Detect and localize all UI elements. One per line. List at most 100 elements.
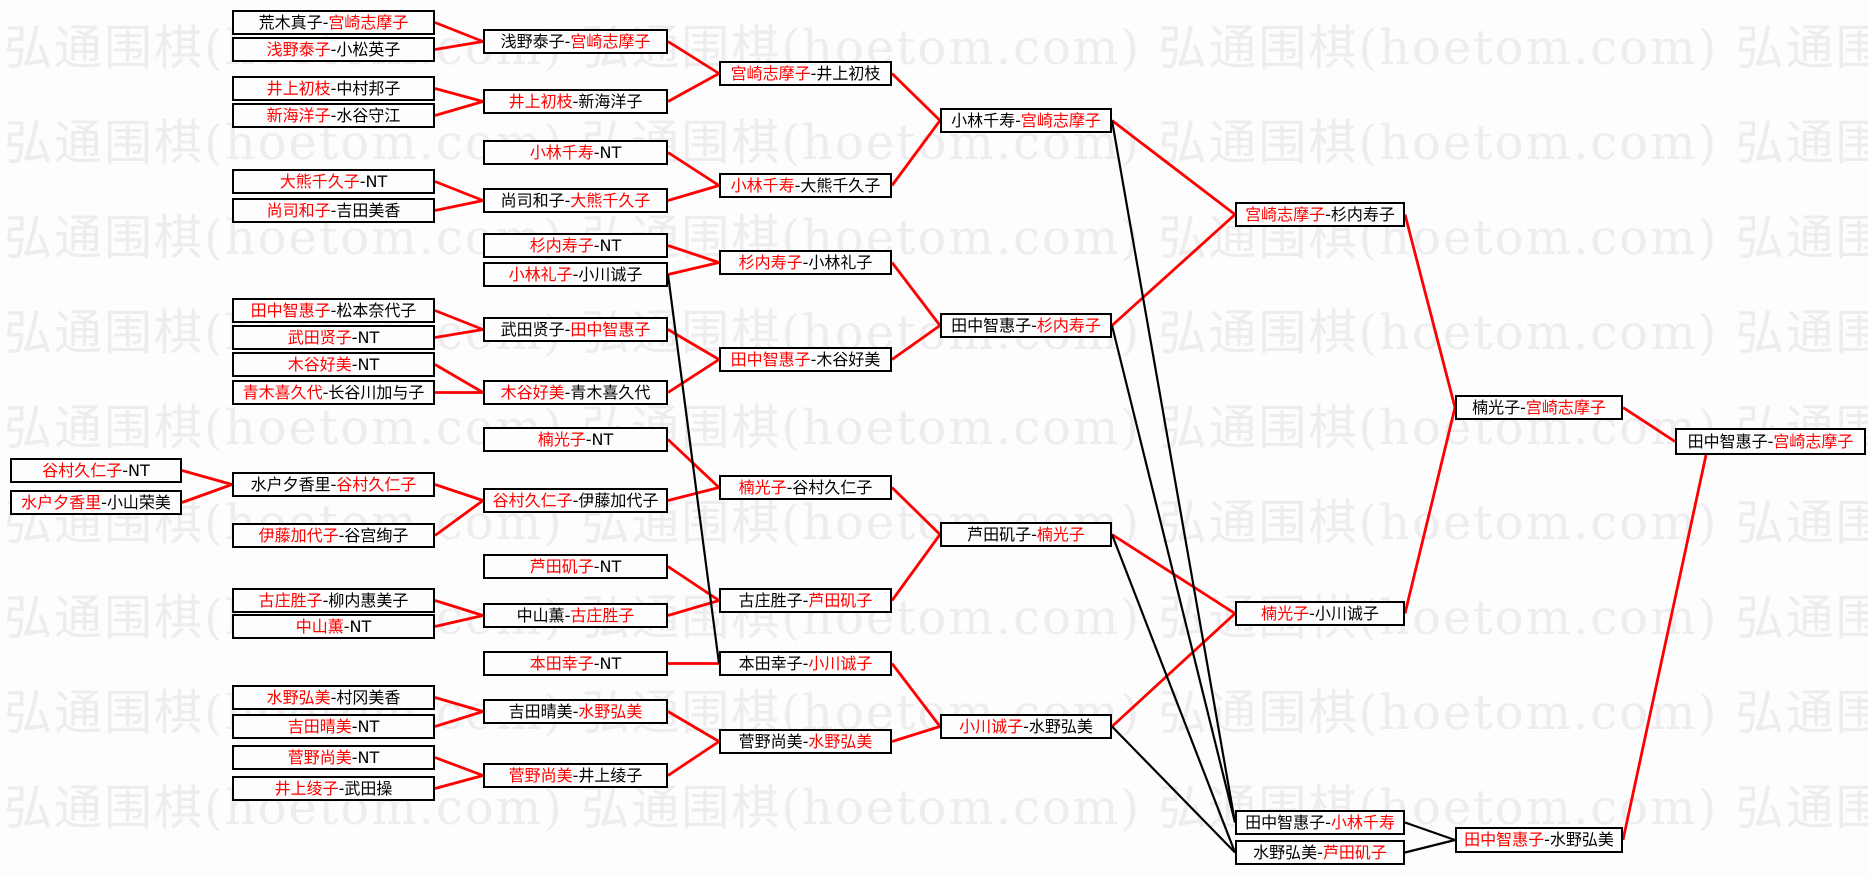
match-box-n71: 田中智惠子-宫崎志摩子: [1675, 428, 1866, 455]
vs-dash: -: [802, 590, 809, 610]
match-box-n14: 新海洋子-水谷守江: [232, 103, 435, 128]
player-name: 吉田美香: [336, 200, 401, 220]
winner-advance-line: [667, 740, 720, 777]
winner-name: 浅野泰子: [266, 39, 331, 59]
vs-dash: -: [1031, 315, 1037, 335]
match-box-n62: 田中智惠子-水野弘美: [1455, 827, 1623, 853]
player-name: 长谷川加与子: [328, 382, 425, 402]
winner-advance-line: [434, 614, 484, 628]
player-name: 青木喜久代: [570, 382, 651, 402]
winner-name: 杉内寿子: [529, 235, 594, 255]
player-name: 柳内惠美子: [328, 590, 409, 610]
winner-name: 菅野尚美: [287, 747, 352, 767]
player-name: 松本奈代子: [336, 300, 417, 320]
winner-name: 大熊千久子: [279, 171, 360, 191]
match-box-n1i: 井上绫子-武田操: [232, 776, 435, 801]
match-box-n22: 井上初枝-新海洋子: [483, 89, 668, 114]
winner-name: 小川诚子: [808, 653, 873, 673]
vs-dash: -: [330, 687, 337, 707]
match-box-n28: 木谷好美-青木喜久代: [483, 380, 668, 405]
vs-dash: -: [1325, 204, 1331, 224]
vs-dash: -: [322, 382, 329, 402]
vs-dash: -: [1325, 812, 1331, 832]
match-box-n18: 武田贤子-NT: [232, 325, 435, 350]
player-name: 中村邦子: [336, 78, 401, 98]
player-name: NT: [599, 653, 622, 673]
match-box-n1h: 菅野尚美-NT: [232, 745, 435, 770]
match-box-n2b: 芦田矶子-NT: [483, 554, 668, 579]
winner-advance-line: [434, 774, 484, 790]
vs-dash: -: [322, 12, 329, 32]
match-box-n37: 本田幸子-小川诚子: [719, 651, 892, 676]
player-name: 田中智惠子: [951, 315, 1032, 335]
winner-name: 井上初枝: [266, 78, 331, 98]
loser-drop-line: [1111, 725, 1236, 854]
winner-name: 宫崎志摩子: [570, 31, 651, 51]
loser-drop-line: [666, 274, 721, 664]
player-name: 浅野泰子: [500, 31, 565, 51]
vs-dash: -: [1544, 830, 1550, 849]
vs-dash: -: [572, 701, 579, 721]
winner-name: 芦田矶子: [529, 556, 594, 576]
match-box-n01: 谷村久仁子-NT: [10, 458, 182, 483]
match-box-n32: 小林千寿-大熊千久子: [719, 173, 892, 198]
vs-dash: -: [564, 605, 571, 625]
player-name: 小川诚子: [1314, 603, 1379, 623]
vs-dash: -: [572, 490, 579, 510]
winner-name: 谷村久仁子: [42, 460, 123, 480]
winner-name: 小林千寿: [1330, 812, 1395, 832]
match-box-n24: 尚司和子-大熊千久子: [483, 188, 668, 213]
vs-dash: -: [1031, 524, 1037, 544]
player-name: NT: [349, 616, 372, 636]
player-name: 水野弘美: [1253, 842, 1318, 862]
loser-drop-line: [1110, 325, 1237, 823]
player-name: 谷宫绚子: [344, 525, 409, 545]
player-name: 水户夕香里: [250, 474, 331, 494]
winner-advance-line: [434, 180, 484, 202]
winner-name: 杉内寿子: [1036, 315, 1101, 335]
player-name: NT: [357, 354, 380, 374]
match-box-n34: 田中智惠子-木谷好美: [719, 347, 892, 372]
winner-name: 井上初枝: [508, 91, 573, 111]
winner-name: 杉内寿子: [738, 252, 803, 272]
vs-dash: -: [564, 190, 571, 210]
vs-dash: -: [351, 747, 358, 767]
player-name: 芦田矶子: [967, 524, 1032, 544]
winner-name: 楠光子: [1261, 603, 1310, 623]
match-box-n2d: 本田幸子-NT: [483, 651, 668, 676]
winner-advance-line: [434, 87, 484, 103]
match-box-n33: 杉内寿子-小林礼子: [719, 250, 892, 275]
player-name: NT: [591, 429, 614, 449]
vs-dash: -: [343, 616, 350, 636]
match-box-n27: 武田贤子-田中智惠子: [483, 317, 668, 342]
winner-name: 小林千寿: [529, 142, 594, 162]
winner-advance-line: [891, 324, 941, 361]
player-name: 小川诚子: [578, 264, 643, 284]
winner-advance-line: [890, 533, 942, 602]
match-box-n11: 荒木真子-宫崎志摩子: [232, 10, 435, 35]
winner-advance-line: [891, 725, 941, 743]
match-box-n2f: 菅野尚美-井上绫子: [483, 763, 668, 788]
vs-dash: -: [593, 142, 600, 162]
winner-name: 伊藤加代子: [258, 525, 339, 545]
vs-dash: -: [572, 91, 579, 111]
winner-name: 楠光子: [1036, 524, 1085, 544]
winner-name: 宫崎志摩子: [1773, 431, 1854, 451]
player-name: 吉田晴美: [508, 701, 573, 721]
match-box-n52: 楠光子-小川诚子: [1235, 601, 1405, 626]
match-box-n54: 水野弘美-芦田矶子: [1235, 840, 1405, 865]
winner-advance-line: [1111, 612, 1236, 728]
match-box-n44: 小川诚子-水野弘美: [940, 714, 1112, 739]
vs-dash: -: [794, 175, 801, 195]
vs-dash: -: [1023, 716, 1029, 736]
player-name: NT: [357, 327, 380, 347]
vs-dash: -: [593, 653, 600, 673]
vs-dash: -: [1015, 110, 1021, 130]
winner-advance-line: [434, 40, 484, 51]
player-name: 伊藤加代子: [578, 490, 659, 510]
match-box-n1c: 伊藤加代子-谷宫绚子: [232, 523, 435, 548]
winner-advance-line: [181, 469, 233, 486]
player-name: 水野弘美: [1549, 830, 1614, 849]
match-box-n1f: 水野弘美-村冈美香: [232, 685, 435, 710]
match-box-n1e: 中山薫-NT: [232, 614, 435, 639]
